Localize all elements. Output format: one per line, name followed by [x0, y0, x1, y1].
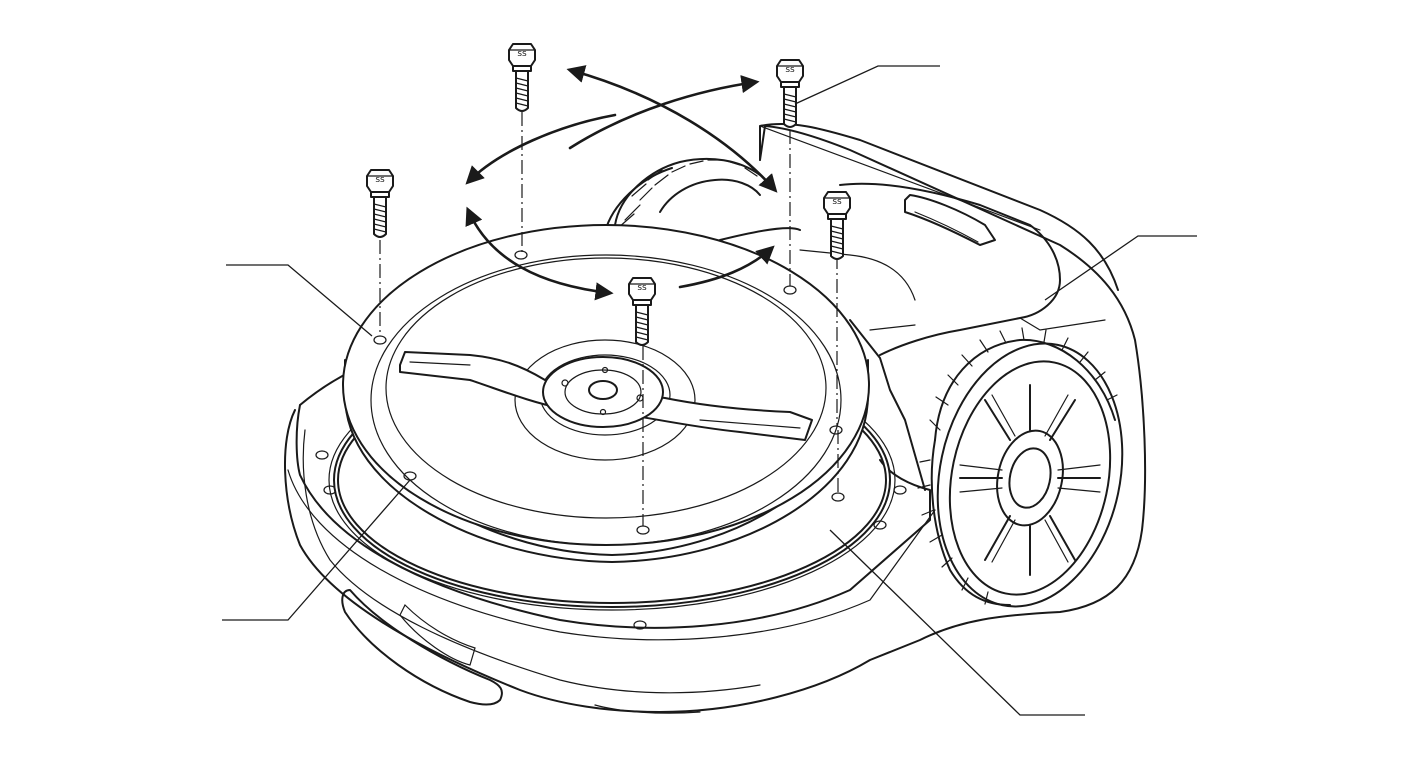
callout-bottom-right: [829, 529, 1085, 716]
callout-right: [1044, 235, 1197, 301]
screw-icon: [776, 59, 804, 128]
rear-wheel: [604, 157, 761, 233]
callout-top-right: [794, 65, 940, 105]
rotation-arrows: [465, 65, 778, 301]
side-wheel: [917, 327, 1124, 608]
screw-icon: [823, 191, 851, 260]
alignment-lines: [379, 112, 839, 526]
callout-left: [226, 264, 373, 337]
screw-icon: [366, 169, 394, 238]
screw-icon: [508, 43, 536, 112]
blade-disc: [342, 224, 870, 563]
callout-bottom-left: [222, 479, 411, 621]
callout-lines: [222, 65, 1197, 716]
